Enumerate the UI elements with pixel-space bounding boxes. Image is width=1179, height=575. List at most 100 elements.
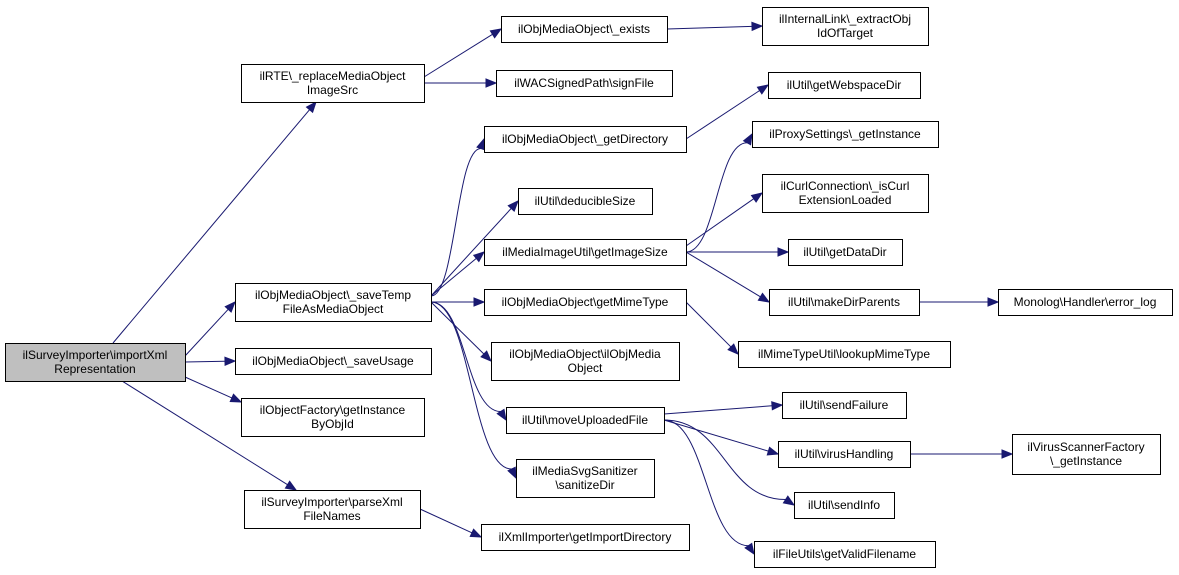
edge-moveUploaded-to-virus (663, 419, 769, 452)
node-virus[interactable]: ilUtil\virusHandling (778, 441, 911, 468)
node-label-line: ilFileUtils\getValidFilename (773, 547, 916, 561)
node-saveUsage[interactable]: ilObjMediaObject\_saveUsage (235, 348, 432, 375)
node-label-line: ilMediaSvgSanitizer (532, 464, 637, 478)
node-box (768, 72, 921, 99)
arrowhead-getImageSize-to-proxy (742, 132, 753, 146)
node-box (738, 341, 951, 368)
node-box (235, 283, 432, 322)
node-dataDir[interactable]: ilUtil\getDataDir (788, 239, 903, 266)
node-label-line: ByObjId (311, 417, 354, 431)
node-label-line: ilRTE\_replaceMediaObject (260, 69, 407, 83)
node-validFilename[interactable]: ilFileUtils\getValidFilename (754, 541, 936, 568)
arrowhead-replace-to-signFile (485, 78, 498, 88)
arrowhead-root-to-getInstanceById (229, 393, 243, 403)
arrowhead-saveTemp-to-svgSanitize (507, 466, 517, 480)
node-proxy[interactable]: ilProxySettings\_getInstance (752, 121, 939, 148)
node-box (788, 239, 903, 266)
arrowhead-root-to-replace (305, 100, 317, 114)
node-label-line: \_getInstance (1050, 454, 1122, 468)
arrowhead-getImageSize-to-makeDir (757, 292, 771, 303)
node-monolog[interactable]: Monolog\Handler\error_log (998, 289, 1173, 316)
node-box (794, 492, 895, 519)
node-box (782, 392, 907, 419)
node-makeDir[interactable]: ilUtil\makeDirParents (769, 289, 920, 316)
node-label-line: IdOfTarget (817, 26, 874, 40)
edge-saveTemp-to-ctor (430, 301, 485, 355)
edge-root-to-getInstanceById (184, 376, 233, 399)
node-box (491, 342, 680, 381)
edge-root-to-saveUsage (184, 360, 226, 363)
edge-root-to-saveTemp (184, 308, 229, 357)
node-webspace[interactable]: ilUtil\getWebspaceDir (768, 72, 921, 99)
node-label-line: ilWACSignedPath\signFile (514, 76, 654, 90)
node-label-line: ImageSrc (307, 83, 358, 97)
edge-saveTemp-to-deducible (430, 208, 512, 297)
node-label-line: ilUtil\deducibleSize (535, 194, 636, 208)
node-label-line: ilUtil\sendInfo (808, 498, 880, 512)
arrowhead-saveTemp-to-getMimeType (473, 297, 486, 307)
node-sendInfo[interactable]: ilUtil\sendInfo (794, 492, 895, 519)
node-label-line: ilObjMediaObject\ilObjMedia (509, 347, 661, 361)
node-label-line: Monolog\Handler\error_log (1014, 295, 1157, 309)
node-label-line: \sanitizeDir (555, 478, 614, 492)
node-getImageSize[interactable]: ilMediaImageUtil\getImageSize (484, 239, 687, 266)
node-exists[interactable]: ilObjMediaObject\_exists (501, 16, 668, 43)
edge-getImageSize-to-makeDir (685, 251, 761, 298)
node-sendFailure[interactable]: ilUtil\sendFailure (782, 392, 907, 419)
node-getMimeType[interactable]: ilObjMediaObject\getMimeType (484, 289, 687, 316)
arrowhead-exists-to-extractObj (751, 21, 764, 32)
edge-root-to-parseXml (121, 380, 288, 486)
edge-getDirectory-to-webspace (685, 90, 760, 140)
node-box (5, 343, 186, 382)
node-virusFactory[interactable]: ilVirusScannerFactory\_getInstance (1012, 434, 1161, 475)
node-label-line: ilUtil\virusHandling (795, 447, 894, 461)
node-getDirectory[interactable]: ilObjMediaObject\_getDirectory (484, 126, 687, 153)
node-label-line: ilProxySettings\_getInstance (769, 127, 921, 141)
node-importDir[interactable]: ilXmlImporter\getImportDirectory (481, 524, 690, 551)
node-label-line: ilMimeTypeUtil\lookupMimeType (758, 347, 930, 361)
arrowhead-saveTemp-to-ctor (480, 350, 492, 362)
node-label-line: ilUtil\sendFailure (800, 398, 889, 412)
node-label-line: ilVirusScannerFactory (1027, 440, 1144, 454)
node-moveUploaded[interactable]: ilUtil\moveUploadedFile (506, 407, 665, 434)
node-label-line: ExtensionLoaded (799, 193, 892, 207)
node-deducible[interactable]: ilUtil\deducibleSize (518, 188, 653, 215)
arrowhead-makeDir-to-monolog (987, 297, 1000, 307)
arrowhead-saveTemp-to-deducible (507, 200, 519, 212)
arrowhead-saveTemp-to-getImageSize (472, 251, 486, 263)
nodes-layer: ilSurveyImporter\importXmlRepresentation… (5, 7, 1173, 568)
node-svgSanitize[interactable]: ilMediaSvgSanitizer\sanitizeDir (516, 459, 655, 498)
node-label-line: ilObjMediaObject\getMimeType (502, 295, 669, 309)
node-box (481, 524, 690, 551)
node-signFile[interactable]: ilWACSignedPath\signFile (496, 70, 673, 97)
node-box (752, 121, 939, 148)
node-saveTemp[interactable]: ilObjMediaObject\_saveTempFileAsMediaObj… (235, 283, 432, 322)
edge-getImageSize-to-curl (685, 198, 755, 247)
edge-moveUploaded-to-validFilename (663, 419, 749, 547)
arrowhead-replace-to-exists (489, 28, 503, 39)
arrowhead-moveUploaded-to-virus (766, 446, 780, 456)
node-box (235, 348, 432, 375)
arrowhead-getMimeType-to-lookupMime (727, 343, 739, 355)
arrowhead-virus-to-virusFactory (1001, 449, 1014, 459)
node-box (762, 7, 929, 46)
node-label-line: FileAsMediaObject (283, 302, 384, 316)
node-lookupMime[interactable]: ilMimeTypeUtil\lookupMimeType (738, 341, 951, 368)
arrowhead-root-to-saveUsage (224, 356, 237, 366)
node-ctor[interactable]: ilObjMediaObject\ilObjMediaObject (491, 342, 680, 381)
node-box (998, 289, 1173, 316)
arrowhead-saveTemp-to-getDirectory (476, 137, 486, 151)
node-label-line: Object (568, 361, 603, 375)
node-label-line: ilSurveyImporter\parseXml (261, 495, 402, 509)
node-label-line: ilObjectFactory\getInstance (260, 403, 406, 417)
node-label-line: ilObjMediaObject\_saveUsage (252, 354, 414, 368)
node-label-line: ilSurveyImporter\importXml (23, 348, 168, 362)
arrowhead-moveUploaded-to-sendInfo (782, 495, 796, 506)
